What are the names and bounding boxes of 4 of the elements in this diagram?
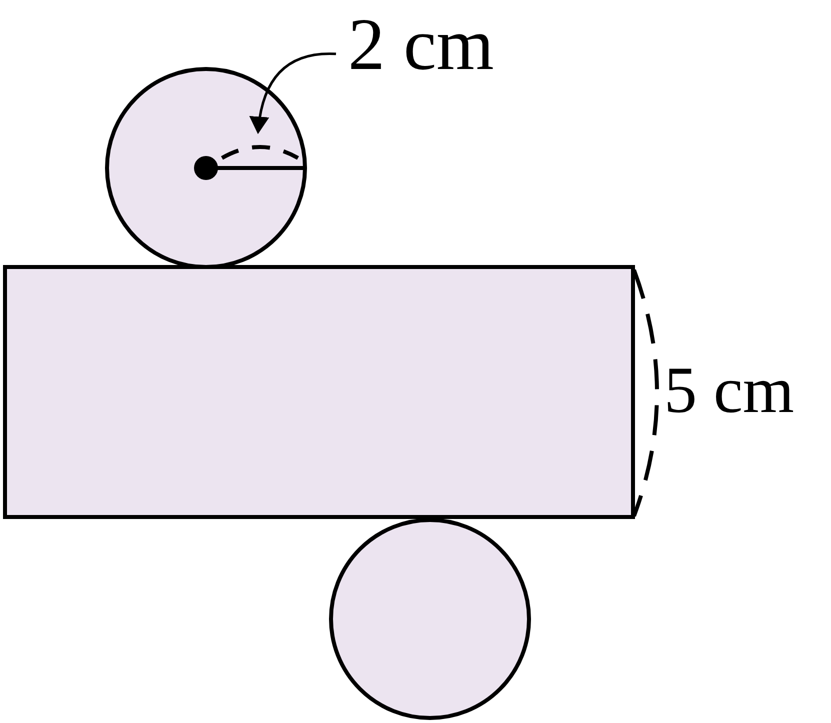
leader-arrow — [250, 52, 336, 134]
rectangle-face — [3, 265, 635, 519]
radius-label: 2 cm — [348, 8, 548, 82]
dimension-label: 5 cm — [664, 358, 794, 424]
